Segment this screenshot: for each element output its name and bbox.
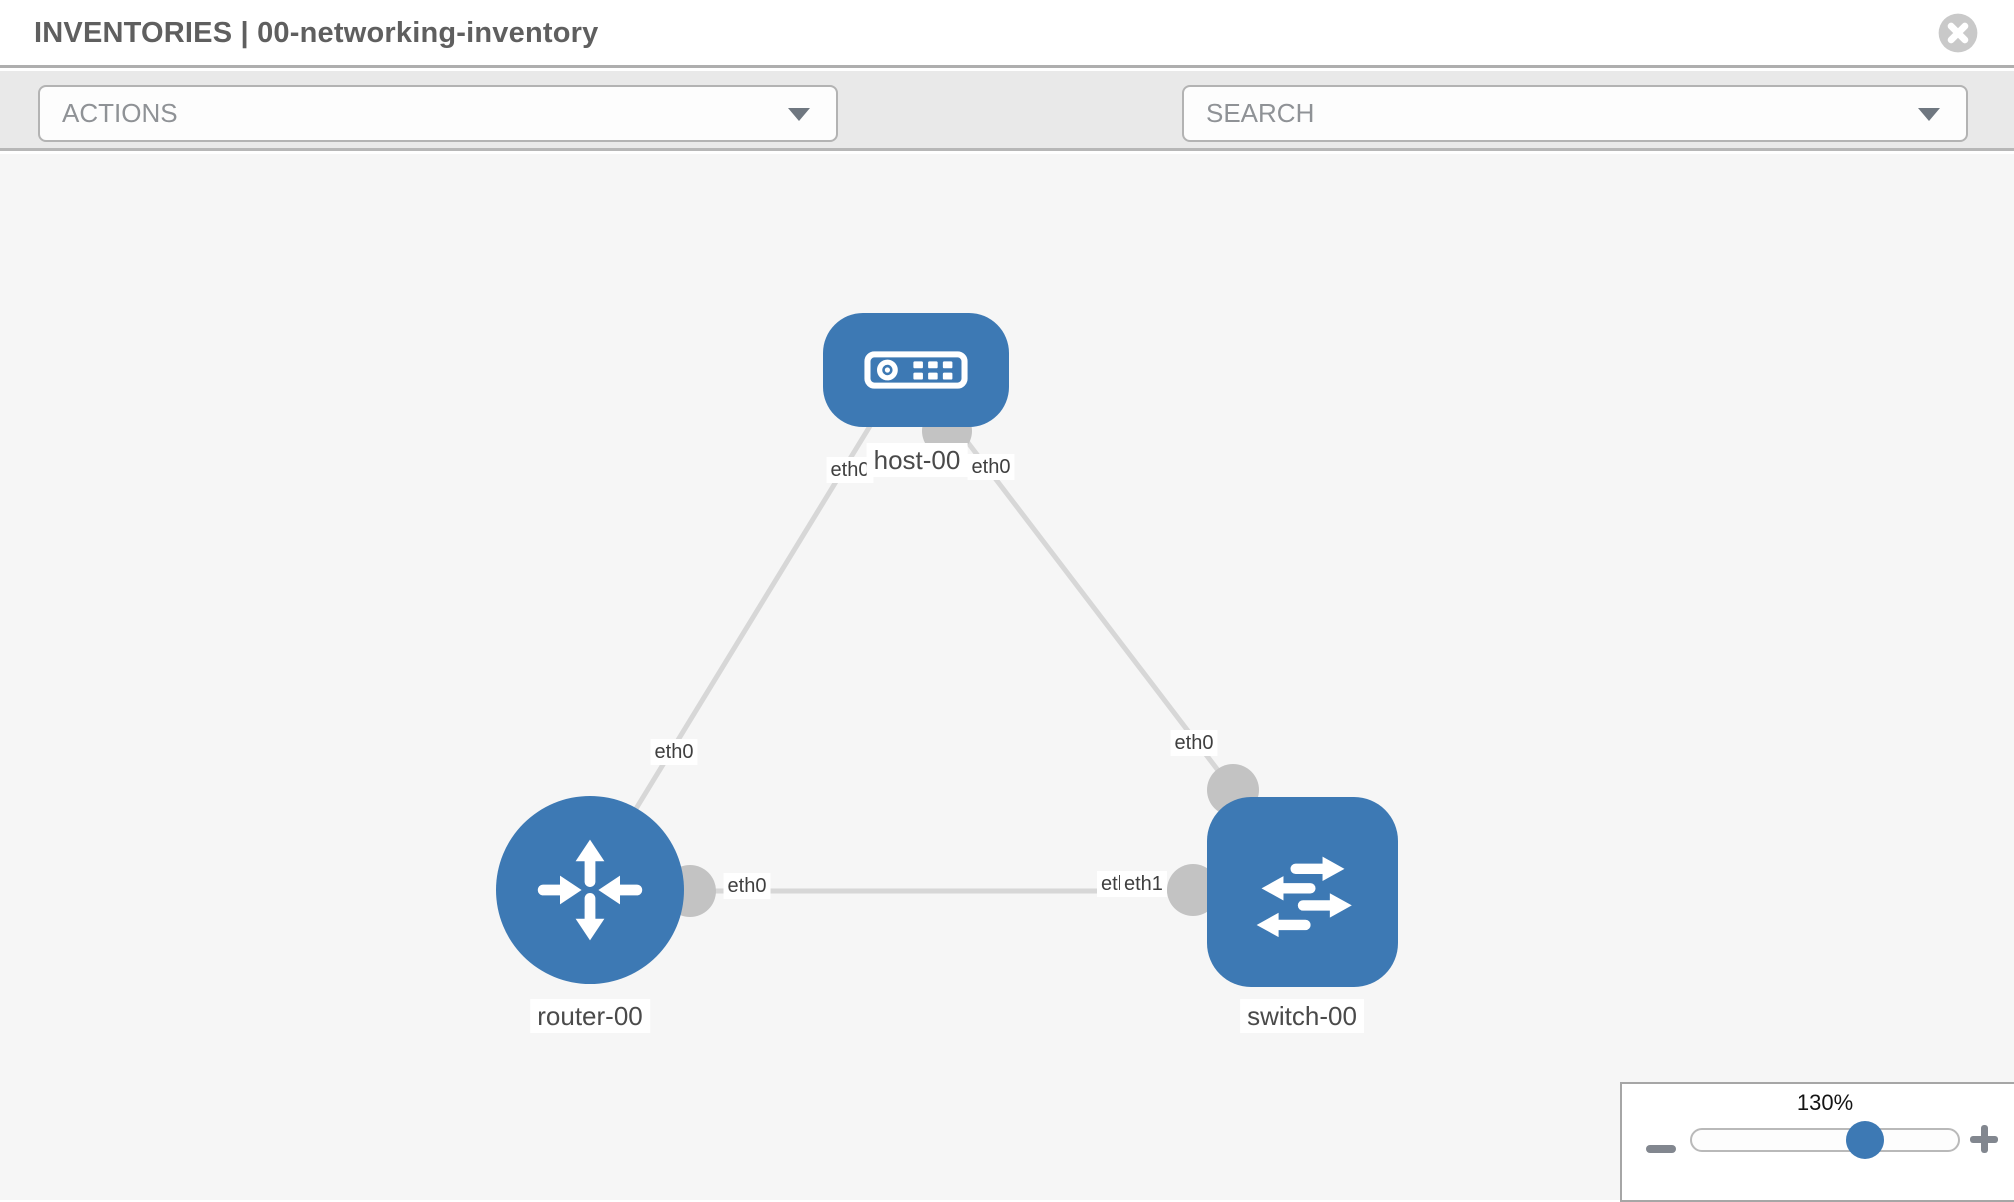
close-icon	[1938, 13, 1978, 53]
zoom-slider-track[interactable]	[1690, 1128, 1960, 1152]
interface-label-router-eth0-top: eth0	[650, 739, 698, 765]
header-bar: INVENTORIES | 00-networking-inventory	[0, 0, 2014, 68]
switch-icon	[1256, 856, 1352, 938]
interface-connector[interactable]	[1167, 864, 1219, 916]
host-icon	[864, 351, 968, 389]
node-host-00[interactable]	[823, 313, 1009, 427]
node-label-router: router-00	[530, 999, 650, 1033]
page-title: INVENTORIES | 00-networking-inventory	[34, 17, 599, 49]
interface-label-router-eth0-right: eth0	[723, 873, 771, 899]
search-dropdown-label: SEARCH	[1206, 98, 1315, 128]
close-button[interactable]	[1938, 13, 1978, 53]
zoom-slider-handle[interactable]	[1846, 1121, 1884, 1159]
actions-dropdown-label: ACTIONS	[62, 98, 178, 128]
zoom-control-panel: 130%	[1620, 1082, 2014, 1202]
interface-label-switch-eth1: eth1	[1120, 871, 1167, 897]
toolbar: ACTIONS SEARCH	[0, 71, 2014, 204]
chevron-down-icon	[788, 108, 810, 121]
topology-links-layer	[631, 406, 1259, 917]
zoom-level: 130%	[1796, 1090, 1854, 1115]
zoom-in-button[interactable]	[1968, 1123, 2000, 1155]
node-switch-00[interactable]	[1207, 797, 1398, 987]
chevron-down-icon	[1918, 108, 1940, 121]
interface-label-host-eth0-right: eth0	[967, 454, 1015, 480]
interface-label-host-eth0-left: eth0	[826, 457, 874, 483]
actions-dropdown[interactable]: ACTIONS	[38, 85, 838, 142]
node-label-host: host-00	[866, 443, 968, 477]
zoom-out-button[interactable]	[1646, 1134, 1676, 1164]
router-icon	[537, 839, 643, 941]
search-dropdown[interactable]: SEARCH	[1182, 85, 1968, 142]
interface-label-switch-eth0-top: eth0	[1170, 730, 1218, 756]
topology-canvas[interactable]: host-00 router-00 switch-00 eth0 eth0 et…	[0, 154, 2014, 1200]
node-label-switch: switch-00	[1240, 999, 1364, 1033]
link-host-switch	[953, 424, 1236, 793]
node-router-00[interactable]	[496, 796, 684, 984]
